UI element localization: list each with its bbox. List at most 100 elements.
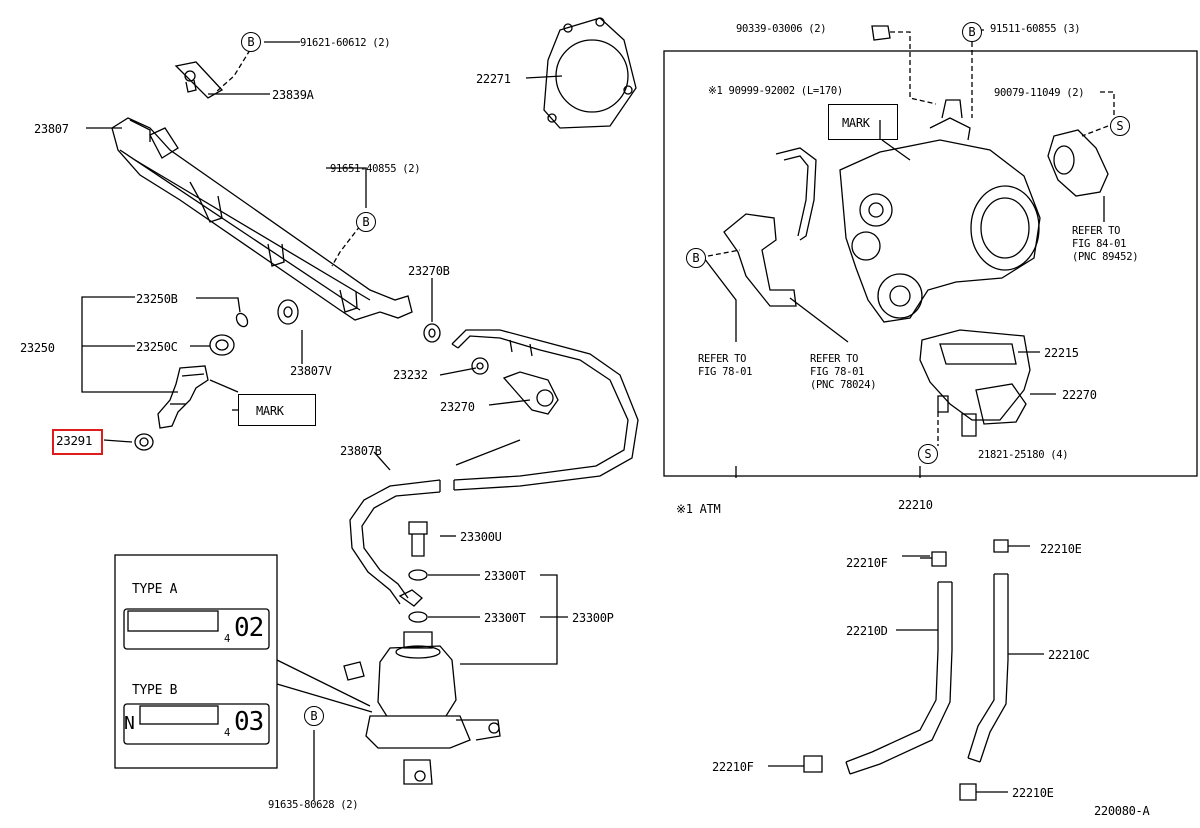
type-a-sub: 4: [224, 633, 231, 645]
refer-78b-line3: (PNC 78024): [810, 379, 877, 391]
leader-refer-78b: [789, 297, 849, 343]
idle-speed-control-valve: [919, 329, 1031, 437]
label-23807v[interactable]: 23807V: [290, 364, 332, 378]
label-23270[interactable]: 23270: [440, 400, 475, 414]
type-box-frame: [114, 554, 278, 769]
label-22271[interactable]: 22271: [476, 72, 511, 86]
label-23250[interactable]: 23250: [20, 341, 55, 355]
type-b-label: TYPE B: [132, 683, 178, 698]
banjo-fitting: [398, 589, 423, 607]
label-23807[interactable]: 23807: [34, 122, 69, 136]
label-23250c[interactable]: 23250C: [136, 340, 178, 354]
hose-90999: [775, 147, 817, 241]
clip-22210e-upper: [993, 539, 1030, 553]
bolt-23300u: [408, 521, 428, 557]
label-22270[interactable]: 22270: [1062, 388, 1097, 402]
badge-b-1: B: [241, 32, 261, 52]
washer-23270b: [423, 278, 441, 343]
mark-leader-2: [879, 120, 911, 161]
label-atm-note: ※1 ATM: [676, 502, 721, 516]
refer-78a-line1: REFER TO: [698, 353, 747, 365]
hose-22210d: [845, 581, 953, 775]
refer-84-line3: (PNC 89452): [1072, 251, 1139, 263]
type-b-letter: N: [124, 713, 135, 734]
throttle-body: [839, 99, 1041, 323]
mark-leader-1: [209, 379, 239, 393]
refer-78a-line2: FIG 78-01: [698, 366, 753, 378]
o-ring-23250b: [235, 312, 249, 328]
badge-b-4: B: [962, 22, 982, 42]
label-mark-1[interactable]: MARK: [256, 404, 284, 418]
bracket-refer-78: [723, 213, 797, 307]
union-bolt-23270: [502, 371, 559, 415]
badge-s-2: S: [918, 444, 938, 464]
label-23807b[interactable]: 23807B: [340, 444, 382, 458]
label-91635[interactable]: 91635-80628 (2): [268, 799, 359, 811]
label-90079[interactable]: 90079-11049 (2): [994, 87, 1085, 99]
group-bracket-23250: [81, 296, 241, 393]
clip-22210e-lower: [959, 783, 1008, 801]
mark-box-1: [238, 394, 316, 426]
group-bracket-23300p: [428, 574, 568, 665]
label-23232[interactable]: 23232: [393, 368, 428, 382]
washer-23232: [471, 357, 489, 375]
type-a-marking-frame: [123, 608, 270, 650]
plug-90339: [871, 25, 937, 105]
refer-78b-line2: FIG 78-01: [810, 366, 865, 378]
label-91651[interactable]: 91651-40855 (2): [330, 163, 421, 175]
type-box-leader: [276, 659, 373, 713]
refer-78b-line1: REFER TO: [810, 353, 859, 365]
leader-90079: [1081, 91, 1115, 137]
type-b-bar: [139, 705, 219, 725]
label-22215[interactable]: 22215: [1044, 346, 1079, 360]
leader-lines: [86, 41, 1044, 800]
label-23300u[interactable]: 23300U: [460, 530, 502, 544]
label-90339[interactable]: 90339-03006 (2): [736, 23, 827, 35]
highlight-23291: [52, 429, 103, 455]
label-22210d[interactable]: 22210D: [846, 624, 888, 638]
label-23839a[interactable]: 23839A: [272, 88, 314, 102]
refer-84-line2: FIG 84-01: [1072, 238, 1127, 250]
label-22210e-lower[interactable]: 22210E: [1012, 786, 1054, 800]
label-mark-2[interactable]: MARK: [842, 116, 870, 130]
label-21821[interactable]: 21821-25180 (4): [978, 449, 1069, 461]
label-23300t-1[interactable]: 23300T: [484, 569, 526, 583]
label-22210e-upper[interactable]: 22210E: [1040, 542, 1082, 556]
label-23300p[interactable]: 23300P: [572, 611, 614, 625]
leader-refer-78a: [703, 257, 737, 342]
gasket-23300t-lower: [408, 611, 428, 623]
mark-box-2: [828, 104, 898, 140]
leader-91511: [971, 29, 984, 118]
badge-b-leader: [707, 249, 741, 257]
label-23270b[interactable]: 23270B: [408, 264, 450, 278]
grommet-23807v: [277, 299, 299, 325]
label-22210[interactable]: 22210: [898, 498, 933, 512]
type-a-label: TYPE A: [132, 582, 178, 597]
label-22210f-upper[interactable]: 22210F: [846, 556, 888, 570]
type-b-sub: 4: [224, 727, 231, 739]
label-91511[interactable]: 91511-60855 (3): [990, 23, 1081, 35]
label-23250b[interactable]: 23250B: [136, 292, 178, 306]
type-a-code: 02: [234, 613, 264, 643]
gasket-23300t-upper: [408, 569, 428, 581]
type-b-code: 03: [234, 707, 264, 737]
fuel-hose-23807b: [349, 329, 639, 605]
label-22210c[interactable]: 22210C: [1048, 648, 1090, 662]
bolt-23839a: [174, 61, 224, 99]
hose-22210c: [967, 573, 1009, 763]
figure-id: 220080-A: [1094, 804, 1150, 818]
badge-b-2: B: [356, 212, 376, 232]
label-23291[interactable]: 23291: [56, 433, 93, 448]
label-atm-ref[interactable]: ※1 90999-92002 (L=170): [708, 85, 843, 97]
label-23300t-2[interactable]: 23300T: [484, 611, 526, 625]
throttle-body-frame: [663, 50, 1198, 477]
throttle-position-sensor: [1047, 129, 1109, 197]
seal-23291: [134, 433, 154, 451]
fuel-pressure-regulator: [343, 631, 501, 785]
label-22210f-lower[interactable]: 22210F: [712, 760, 754, 774]
label-91621[interactable]: 91621-60612 (2): [300, 37, 391, 49]
injector-23250: [157, 365, 209, 429]
refer-84-line1: REFER TO: [1072, 225, 1121, 237]
fuel-delivery-pipe: [111, 117, 413, 321]
